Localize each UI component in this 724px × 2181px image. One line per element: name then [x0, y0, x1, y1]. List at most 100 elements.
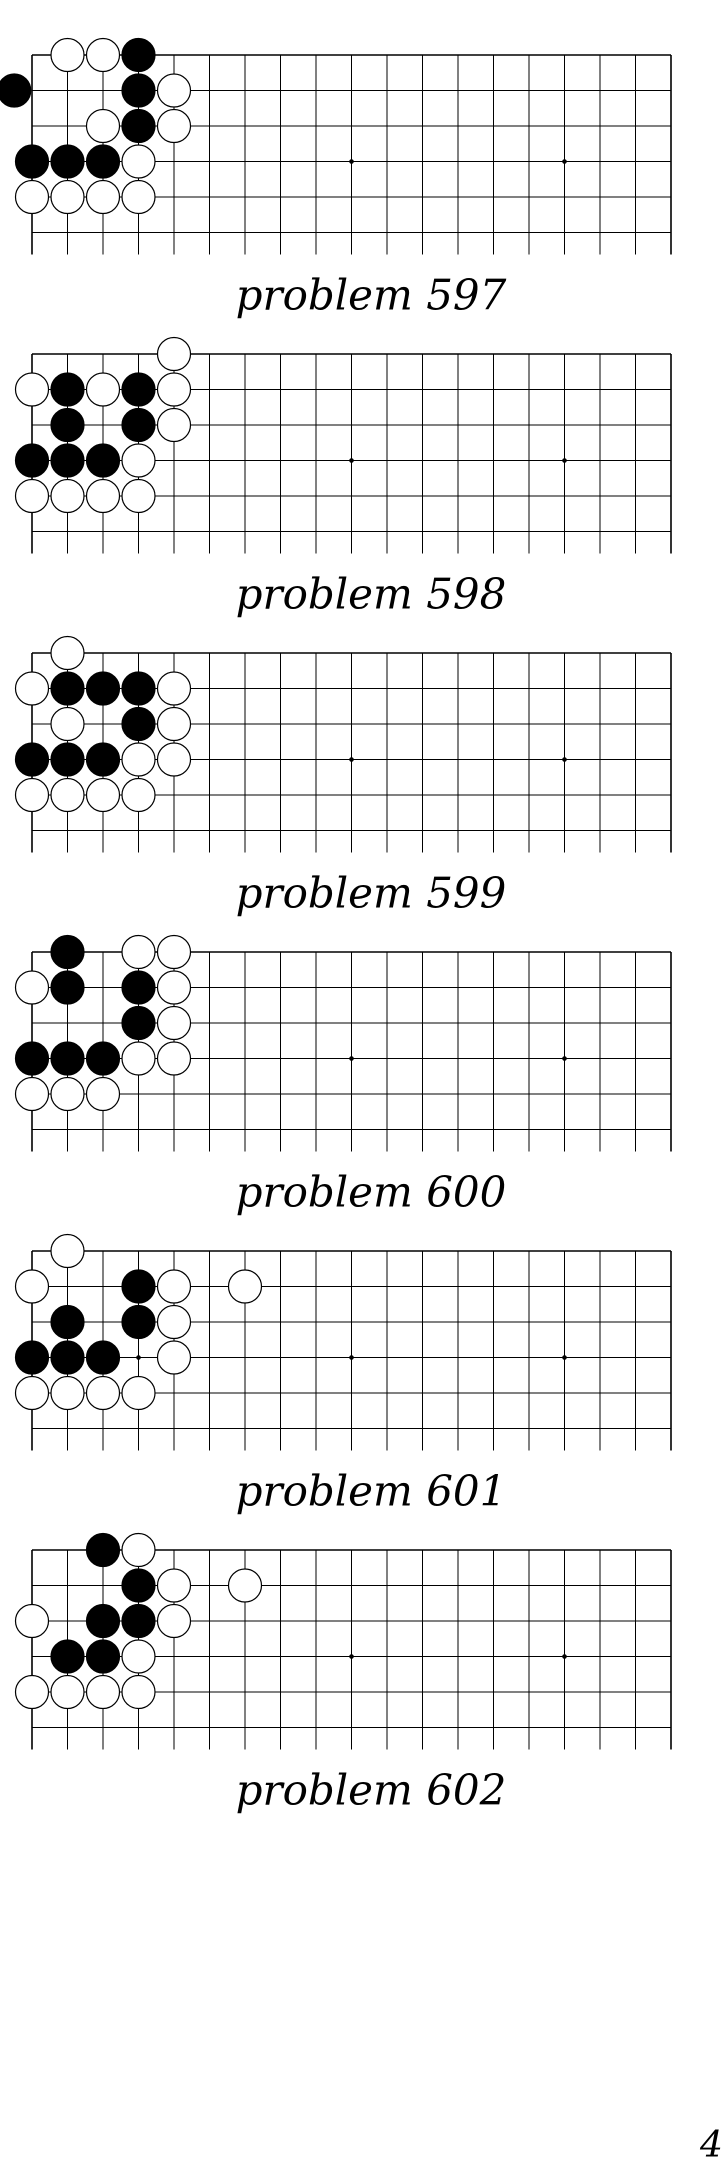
black-stone [121, 372, 156, 407]
white-stone [14, 372, 50, 407]
white-stone [156, 1304, 192, 1340]
white-stone [85, 478, 121, 514]
star-point [349, 1056, 354, 1061]
white-stone [14, 179, 50, 215]
black-stone [121, 73, 156, 108]
white-stone [121, 144, 156, 179]
star-point [562, 159, 567, 164]
black-stone [14, 144, 50, 179]
boards-layer: problem 597 problem 598 problem 599 problem… [0, 37, 672, 1815]
point-mark [136, 1355, 141, 1360]
star-point [349, 1355, 354, 1360]
black-stone [121, 1304, 156, 1340]
white-stone [121, 443, 156, 478]
white-stone [156, 742, 192, 777]
black-stone [50, 443, 85, 478]
black-stone [50, 742, 85, 777]
white-stone [121, 1375, 156, 1411]
black-stone [85, 144, 121, 179]
star-point [562, 757, 567, 762]
white-stone [227, 1269, 263, 1304]
problem-caption: problem 601 [236, 1467, 507, 1516]
white-stone [85, 37, 121, 73]
star-point [349, 1654, 354, 1659]
black-stone [121, 1005, 156, 1041]
white-stone [156, 372, 192, 407]
white-stone [14, 1269, 50, 1304]
black-stone [50, 407, 85, 443]
white-stone [121, 478, 156, 514]
white-stone [14, 1375, 50, 1411]
go-board: problem 600 [14, 934, 672, 1217]
white-stone [14, 1674, 50, 1710]
black-stone [85, 1639, 121, 1674]
black-stone [121, 1269, 156, 1304]
star-point [349, 757, 354, 762]
white-stone [156, 407, 192, 443]
white-stone [121, 1532, 156, 1568]
white-stone [85, 777, 121, 813]
white-stone [14, 970, 50, 1005]
star-point [562, 458, 567, 463]
black-stone [14, 1041, 50, 1076]
white-stone [14, 1603, 50, 1639]
white-stone [50, 1674, 85, 1710]
white-stone [156, 1568, 192, 1603]
black-stone [50, 1639, 85, 1674]
white-stone [121, 179, 156, 215]
black-stone [121, 108, 156, 144]
star-point [562, 1056, 567, 1061]
white-stone [156, 671, 192, 706]
white-stone [50, 1233, 85, 1269]
black-stone [85, 1041, 121, 1076]
black-stone [50, 144, 85, 179]
white-stone [156, 1340, 192, 1375]
white-stone [156, 73, 192, 108]
black-stone [50, 1340, 85, 1375]
problem-caption: problem 600 [236, 1168, 507, 1217]
black-stone [121, 1568, 156, 1603]
white-stone [156, 1269, 192, 1304]
go-board: problem 598 [14, 336, 672, 619]
black-stone [85, 1603, 121, 1639]
black-stone [121, 1603, 156, 1639]
go-board: problem 599 [14, 635, 672, 918]
white-stone [50, 706, 85, 742]
white-stone [85, 108, 121, 144]
white-stone [121, 742, 156, 777]
black-stone [50, 934, 85, 970]
black-stone [85, 1532, 121, 1568]
black-stone [50, 970, 85, 1005]
white-stone [156, 1041, 192, 1076]
black-stone [121, 671, 156, 706]
white-stone [121, 777, 156, 813]
problem-caption: problem 597 [236, 271, 507, 320]
problem-caption: problem 599 [236, 869, 507, 918]
black-stone [121, 407, 156, 443]
white-stone [156, 934, 192, 970]
star-point [349, 458, 354, 463]
black-stone [14, 443, 50, 478]
white-stone [14, 671, 50, 706]
black-stone [50, 1304, 85, 1340]
white-stone [121, 934, 156, 970]
black-stone [85, 742, 121, 777]
black-stone [14, 742, 50, 777]
white-stone [121, 1674, 156, 1710]
white-stone [14, 1076, 50, 1112]
problem-caption: problem 602 [236, 1766, 507, 1815]
white-stone [156, 1603, 192, 1639]
problem-caption: problem 598 [236, 570, 507, 619]
white-stone [50, 478, 85, 514]
black-stone [0, 73, 32, 108]
black-stone [50, 372, 85, 407]
white-stone [50, 635, 85, 671]
black-stone [121, 970, 156, 1005]
white-stone [14, 478, 50, 514]
white-stone [85, 1674, 121, 1710]
black-stone [50, 671, 85, 706]
black-stone [50, 1041, 85, 1076]
go-board: problem 597 [0, 37, 672, 320]
black-stone [85, 1340, 121, 1375]
